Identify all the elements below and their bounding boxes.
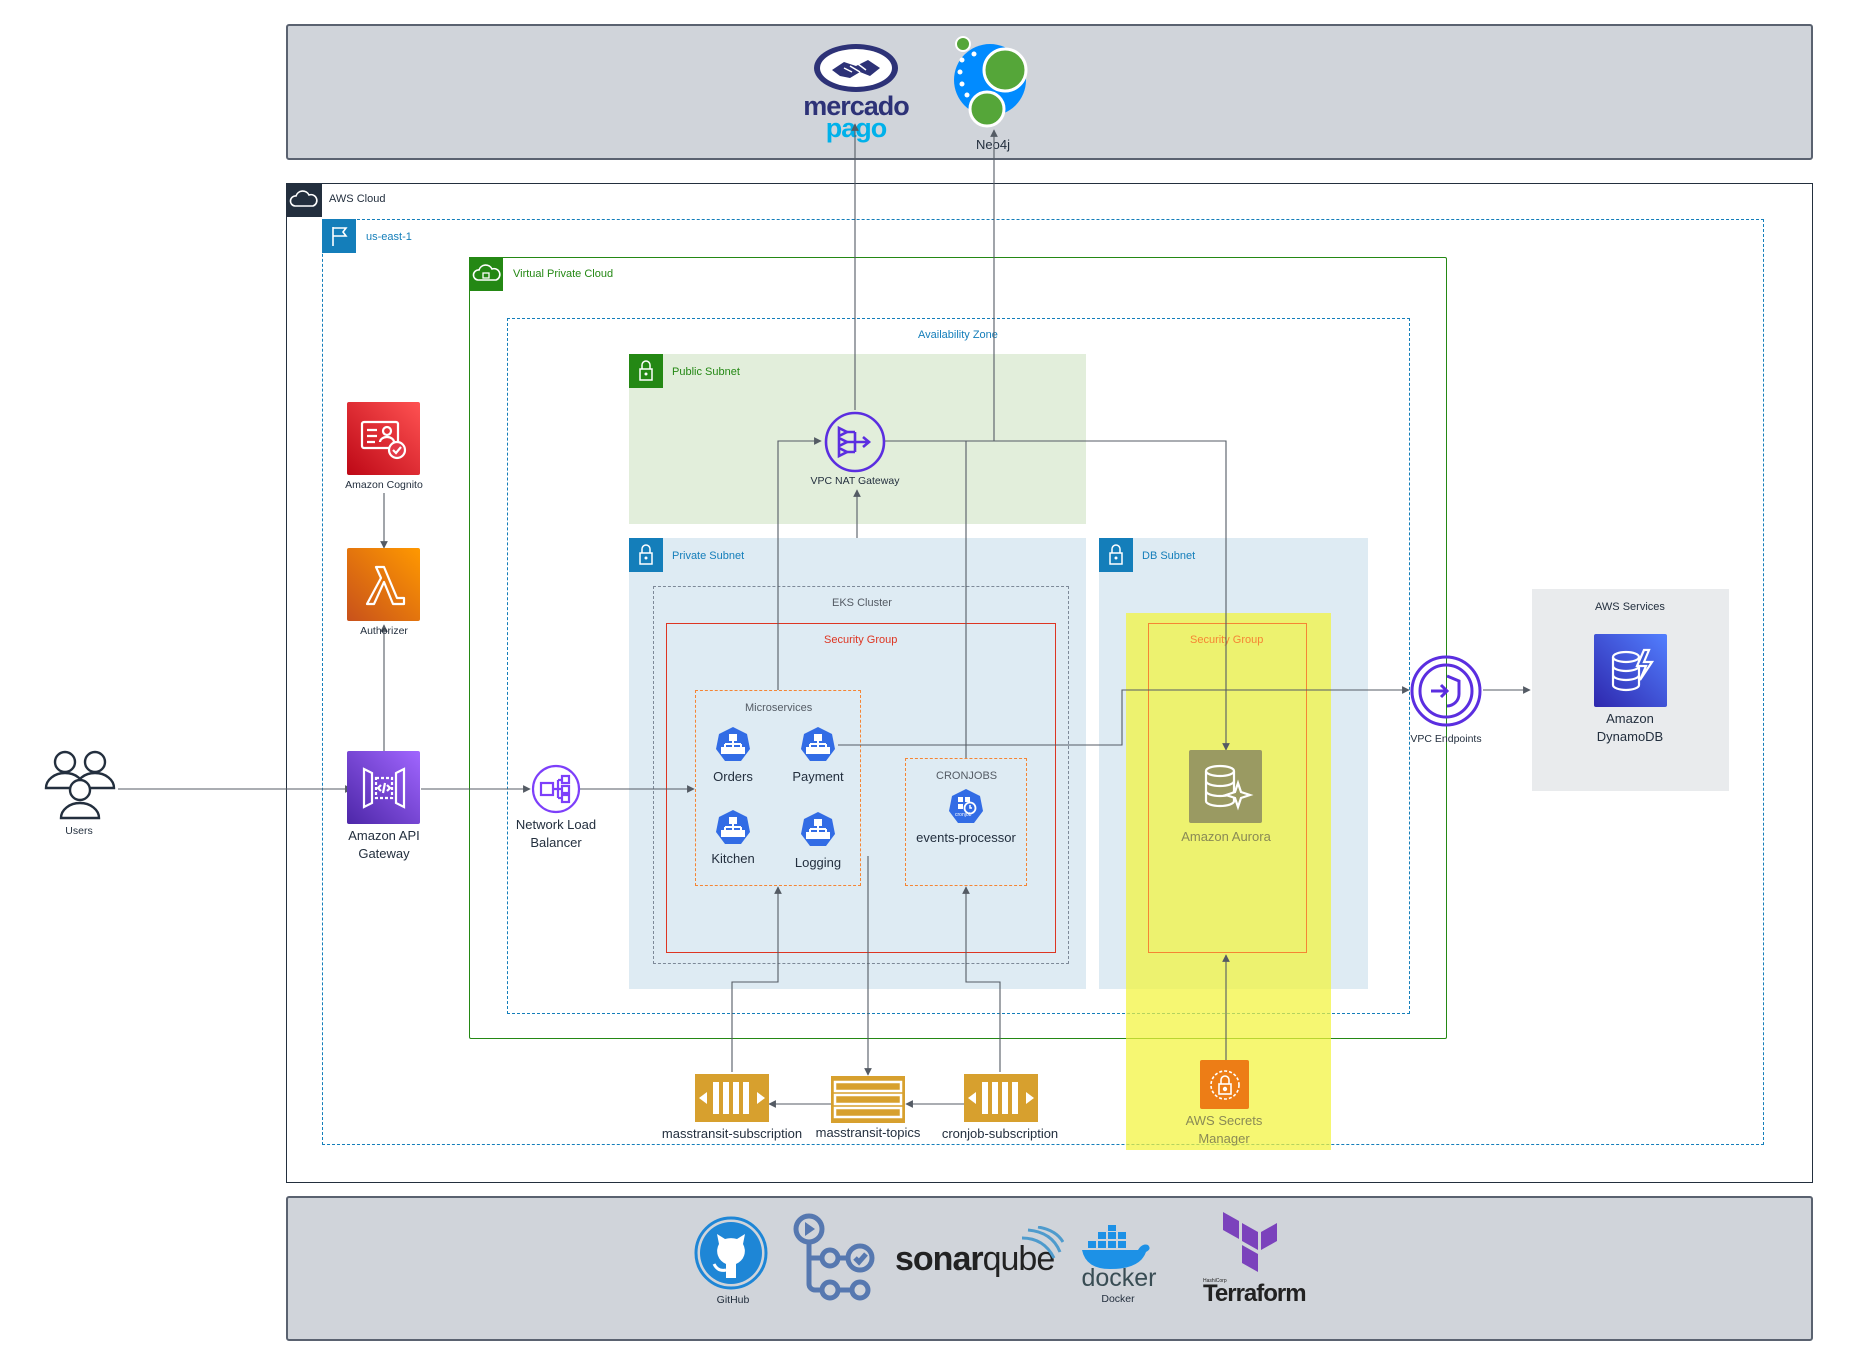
payment-k8s-icon [799,725,837,763]
region-label: us-east-1 [366,231,412,243]
kitchen-k8s-icon [714,808,752,846]
wire-cronjob-neo4j [965,129,998,758]
private-subnet-group [629,538,1086,989]
vpc-cloud-icon [469,257,503,291]
private-subnet-label: Private Subnet [672,550,745,562]
cronjob-subscription-icon [964,1074,1038,1122]
github-label: GitHub [716,1294,750,1306]
orders-k8s-icon [714,725,752,763]
db-subnet-label: DB Subnet [1142,550,1196,562]
private-subnet-lock-icon [629,538,663,572]
nlb-label: Network Load Balancer [515,817,597,850]
sonarqube-waves-icon [1021,1226,1064,1259]
terraform-icon [1221,1212,1279,1274]
users-icon [42,748,118,822]
kitchen-label: Kitchen [711,851,755,866]
wire-mtsub-microservices [731,886,782,1072]
external-services-panel [286,24,1813,160]
aws-services-label: AWS Services [1595,601,1665,613]
region-group [322,219,1764,1145]
availability-zone-group [507,318,1410,1014]
vpc-group [469,257,1447,1039]
secrets-manager-icon [1200,1060,1249,1109]
masstransit-topics-icon [831,1076,905,1123]
region-flag-icon [322,219,356,253]
hashicorp-caption: HashiCorp [1203,1278,1227,1284]
availability-zone-label: Availability Zone [918,329,998,341]
cronjobs-group [905,758,1027,886]
wire-nat-aurora [883,440,1230,751]
cronjob-k8s-icon [947,787,985,825]
cronjob-subscription-label: cronjob-subscription [941,1126,1059,1141]
docker-whale-icon [1080,1225,1156,1271]
nat-gateway-label: VPC NAT Gateway [810,475,900,487]
payment-label: Payment [792,769,844,784]
github-logo [694,1216,768,1290]
wire-microservices-nat [777,437,822,690]
cognito-icon [347,402,420,475]
api-gateway-label: Amazon API Gateway [348,828,420,861]
aws-cloud-label: AWS Cloud [329,193,386,205]
eks-security-group-label: Security Group [824,634,898,646]
aurora-icon [1189,750,1262,823]
db-subnet-lock-icon [1099,538,1133,572]
dynamodb-label: Amazon DynamoDB [1596,711,1664,744]
mercadopago-logo: mercado pago [800,42,912,142]
microservices-label: Microservices [745,702,813,714]
public-subnet-lock-icon [629,354,663,388]
authorizer-label: Authorizer [360,625,408,637]
masstransit-subscription-label: masstransit-subscription [661,1126,803,1141]
public-subnet-label: Public Subnet [672,366,740,378]
vpc-endpoints-label: VPC Endpoints [1410,733,1482,745]
sonarqube-logo: sonarqube [895,1240,1055,1279]
aurora-label: Amazon Aurora [1181,829,1271,844]
users-label: Users [65,825,93,837]
api-gateway-icon [347,751,420,824]
devops-tools-panel [286,1196,1813,1341]
network-load-balancer-icon [531,764,581,814]
masstransit-subscription-icon [695,1074,769,1122]
logging-k8s-icon [799,810,837,848]
aws-cloud-group [286,183,1813,1183]
neo4j-logo [950,36,1040,131]
db-security-group [1148,623,1307,953]
eks-cluster-label: EKS Cluster [832,597,892,609]
microservices-group [695,690,861,886]
handshake-icon [814,44,898,92]
eks-security-group [666,623,1056,953]
cronjobs-label: CRONJOBS [936,770,998,782]
nat-gateway-icon [823,410,887,474]
neo4j-graph-icon [954,36,1028,128]
secrets-manager-label: AWS Secrets Manager [1185,1113,1263,1146]
dynamodb-icon [1594,634,1667,707]
wire-payment-endpoints [838,686,1410,746]
logging-label: Logging [794,855,842,870]
lambda-authorizer-icon [347,548,420,621]
sonarqube-word-sonar: sonar [895,1240,984,1278]
vpc-endpoints-icon [1409,654,1483,728]
masstransit-topics-label: masstransit-topics [815,1125,921,1140]
docker-wordmark: docker [1081,1264,1157,1292]
cronjob-badge-text: cronjob [955,812,972,818]
aws-cloud-icon [286,183,322,217]
events-processor-label: events-processor [916,830,1016,845]
orders-label: Orders [713,769,753,784]
vpc-label: Virtual Private Cloud [513,268,614,280]
wire-cronsub-cronjob [962,886,1001,1072]
neo4j-label: Neo4j [976,137,1010,152]
eks-cluster-group [653,586,1069,964]
terraform-wordmark: Terraform [1203,1280,1307,1307]
mercadopago-word-1: mercado [803,91,910,121]
docker-label: Docker [1101,1293,1135,1305]
github-actions-logo [790,1212,882,1302]
cognito-label: Amazon Cognito [345,479,423,491]
db-security-group-label: Security Group [1190,634,1264,646]
